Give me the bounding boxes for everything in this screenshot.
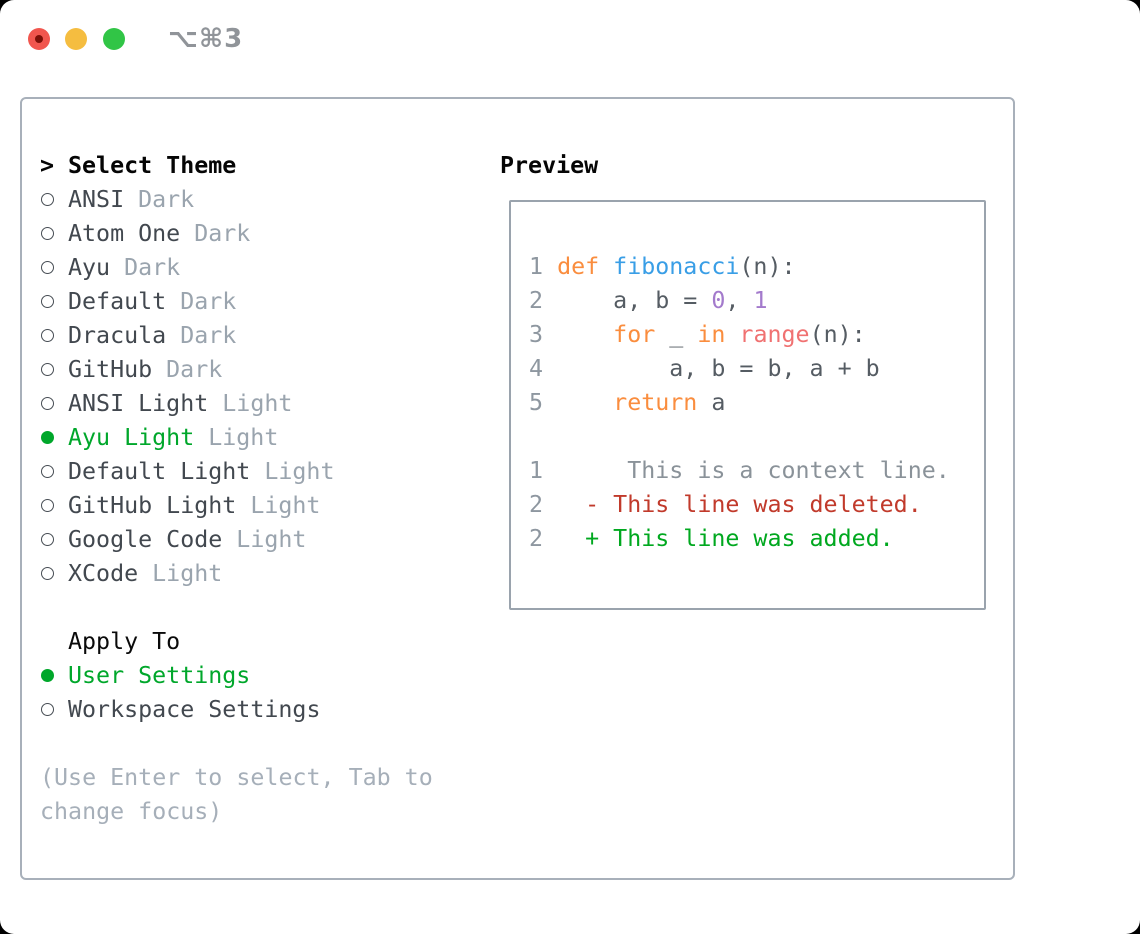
apply-to-header: Apply To (40, 624, 490, 658)
apply-to-title: Apply To (68, 627, 181, 655)
theme-option-dracula[interactable]: Dracula Dark (40, 318, 490, 352)
apply-option-user-settings[interactable]: User Settings (40, 658, 490, 692)
radio-icon (40, 362, 68, 376)
variant-label: Light (264, 457, 335, 485)
option-label: GitHub (68, 355, 153, 383)
radio-icon (40, 396, 68, 410)
variant-label: Dark (180, 287, 237, 315)
option-label: Default (68, 287, 167, 315)
preview-box: 1 def fibonacci(n): 2 a, b = 0, 1 3 for _ … (509, 200, 986, 610)
theme-option-xcode[interactable]: XCode Light (40, 556, 490, 590)
radio-icon (40, 430, 68, 444)
select-theme-title: Select Theme (68, 151, 237, 179)
preview-title: Preview (500, 151, 599, 179)
code-line-1: 1 def fibonacci(n): (529, 253, 796, 280)
close-dot-icon (35, 35, 43, 43)
variant-label: Light (152, 559, 223, 587)
variant-label: Dark (124, 253, 181, 281)
spacer (40, 590, 490, 624)
spacer (40, 726, 490, 760)
radio-icon (40, 226, 68, 240)
diff-added-line: 2 + This line was added. (529, 525, 894, 552)
radio-icon (40, 702, 68, 716)
option-label: Dracula (68, 321, 167, 349)
variant-label: Dark (194, 219, 251, 247)
minimize-button[interactable] (65, 28, 87, 50)
option-label: Ayu Light (68, 423, 195, 451)
variant-label: Light (222, 389, 293, 417)
option-label: Default Light (68, 457, 251, 485)
option-label: Google Code (68, 525, 223, 553)
theme-option-ansi-light[interactable]: ANSI Light Light (40, 386, 490, 420)
blank-line (529, 420, 950, 454)
zoom-button[interactable] (103, 28, 125, 50)
variant-label: Light (236, 525, 307, 553)
theme-option-ansi[interactable]: ANSI Dark (40, 182, 490, 216)
radio-icon (40, 668, 68, 682)
code-preview: 1 def fibonacci(n): 2 a, b = 0, 1 3 for _ … (529, 250, 950, 556)
diff-context-line: 1 This is a context line. (529, 457, 950, 484)
theme-option-default[interactable]: Default Dark (40, 284, 490, 318)
radio-icon (40, 464, 68, 478)
theme-option-google-code[interactable]: Google Code Light (40, 522, 490, 556)
window-title: ⌥⌘3 (168, 24, 244, 54)
radio-icon (40, 566, 68, 580)
radio-icon (40, 498, 68, 512)
theme-option-github-light[interactable]: GitHub Light Light (40, 488, 490, 522)
select-theme-header: > Select Theme (40, 148, 490, 182)
option-label: GitHub Light (68, 491, 237, 519)
window-titlebar: ⌥⌘3 (0, 0, 1140, 78)
option-label: Atom One (68, 219, 181, 247)
option-label: Ayu (68, 253, 111, 281)
help-text-line-1: (Use Enter to select, Tab to (40, 763, 433, 791)
close-button[interactable] (28, 28, 50, 50)
code-line-4: 4 a, b = b, a + b (529, 355, 880, 382)
preview-section: Preview (500, 148, 598, 182)
option-label: User Settings (68, 661, 251, 689)
variant-label: Light (208, 423, 279, 451)
radio-icon (40, 328, 68, 342)
option-label: ANSI Light (68, 389, 209, 417)
theme-option-github[interactable]: GitHub Dark (40, 352, 490, 386)
radio-icon (40, 192, 68, 206)
theme-option-atom-one[interactable]: Atom One Dark (40, 216, 490, 250)
variant-label: Dark (166, 355, 223, 383)
variant-label: Light (250, 491, 321, 519)
prompt-icon: > (40, 151, 55, 179)
help-text-line-2: change focus) (40, 797, 223, 825)
theme-option-ayu[interactable]: Ayu Dark (40, 250, 490, 284)
theme-option-default-light[interactable]: Default Light Light (40, 454, 490, 488)
diff-deleted-line: 2 - This line was deleted. (529, 491, 922, 518)
apply-option-workspace-settings[interactable]: Workspace Settings (40, 692, 490, 726)
variant-label: Dark (180, 321, 237, 349)
variant-label: Dark (138, 185, 195, 213)
radio-icon (40, 260, 68, 274)
radio-icon (40, 294, 68, 308)
theme-option-ayu-light[interactable]: Ayu Light Light (40, 420, 490, 454)
radio-icon (40, 532, 68, 546)
code-line-2: 2 a, b = 0, 1 (529, 287, 768, 314)
code-line-3: 3 for _ in range(n): (529, 321, 866, 348)
code-line-5: 5 return a (529, 389, 726, 416)
option-label: Workspace Settings (68, 695, 321, 723)
option-label: XCode (68, 559, 139, 587)
option-label: ANSI (68, 185, 125, 213)
